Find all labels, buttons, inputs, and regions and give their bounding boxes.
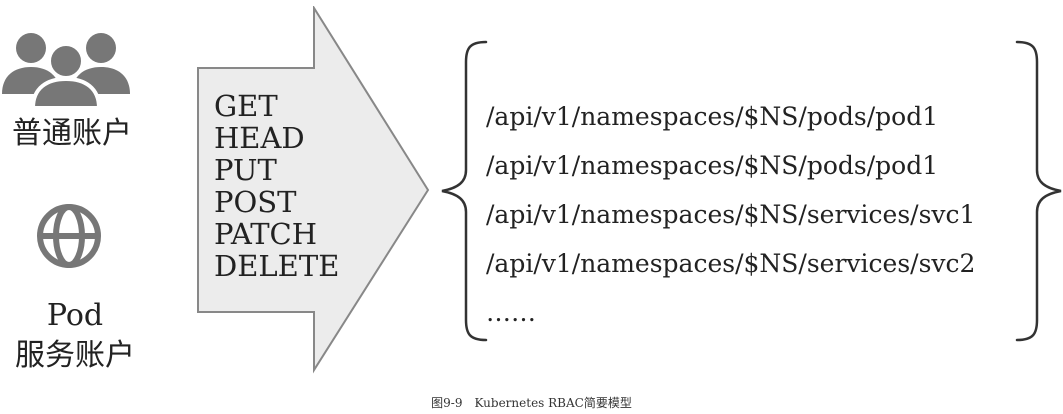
pod-label: Pod bbox=[46, 298, 104, 333]
user-account-label: 普通账户 bbox=[12, 116, 132, 151]
resource-path: /api/v1/namespaces/$NS/services/svc1 bbox=[486, 200, 976, 229]
verb-item: GET bbox=[214, 89, 278, 123]
verb-item: DELETE bbox=[214, 249, 340, 283]
resource-ellipsis: …… bbox=[486, 298, 536, 327]
right-brace bbox=[1015, 40, 1062, 342]
left-brace bbox=[441, 40, 488, 342]
verb-item: PATCH bbox=[214, 217, 318, 251]
verb-item: POST bbox=[214, 185, 297, 219]
verb-item: PUT bbox=[214, 153, 277, 187]
users-icon bbox=[2, 33, 130, 110]
resource-path: /api/v1/namespaces/$NS/services/svc2 bbox=[486, 249, 976, 278]
figure-caption: 图9-9 Kubernetes RBAC简要模型 bbox=[431, 396, 632, 410]
resource-list: /api/v1/namespaces/$NS/pods/pod1 /api/v1… bbox=[486, 92, 975, 337]
verbs-arrow bbox=[197, 6, 430, 374]
verb-item: HEAD bbox=[214, 121, 305, 155]
resource-path: /api/v1/namespaces/$NS/pods/pod1 bbox=[486, 102, 939, 131]
resource-path: /api/v1/namespaces/$NS/pods/pod1 bbox=[486, 151, 939, 180]
globe-icon bbox=[37, 204, 101, 268]
resource-braces bbox=[441, 40, 1062, 342]
service-account-label: 服务账户 bbox=[15, 338, 135, 373]
verbs-list: GET HEAD PUT POST PATCH DELETE bbox=[214, 90, 339, 282]
